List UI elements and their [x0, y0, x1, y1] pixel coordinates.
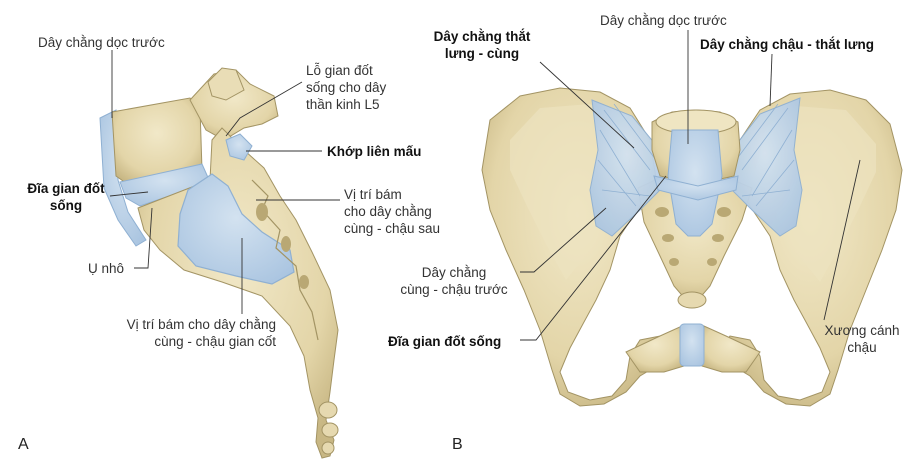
label-a-intervertebral-foramen: Lỗ gian đốt sống cho dây thần kinh L5: [306, 62, 386, 113]
sacral-foramen: [717, 207, 731, 217]
label-line: cùng - chậu sau: [344, 221, 441, 236]
interosseous-attachment-area: [177, 173, 295, 285]
right-pubis: [701, 325, 761, 373]
coccyx-segment: [321, 422, 339, 438]
label-b-anterior-sacroiliac-ligament: Dây chằng cùng - chậu trước: [388, 264, 520, 298]
sacral-foramen: [662, 234, 674, 242]
coccyx-segment: [321, 441, 335, 455]
label-line: sống cho dây: [306, 80, 387, 95]
sacral-crest: [251, 179, 319, 341]
label-line: Vị trí bám cho dây chằng: [126, 317, 276, 332]
sacral-foramen: [669, 258, 679, 266]
sacral-foramen: [281, 236, 291, 252]
label-b-intervertebral-disc: Đĩa gian đốt sống: [388, 334, 502, 349]
label-line: Lỗ gian đốt: [306, 63, 373, 78]
sacral-foramen: [256, 203, 268, 221]
label-line: cùng - chậu gian cốt: [154, 334, 276, 349]
coccyx-segment: [677, 291, 707, 309]
label-line: thần kinh L5: [306, 97, 380, 112]
label-a-anterior-longitudinal-ligament: Dây chằng dọc trước: [38, 35, 165, 50]
sacral-foramen: [712, 234, 724, 242]
sacral-foramen: [299, 275, 309, 289]
zygapophyseal-joint-capsule: [225, 133, 253, 161]
sacral-foramen: [707, 258, 717, 266]
left-pubis: [625, 325, 685, 373]
label-line: Dây chằng thắt: [433, 29, 531, 44]
label-line: sống: [49, 198, 83, 213]
label-line: cùng - chậu trước: [400, 282, 508, 297]
label-line: Dây chằng: [421, 265, 487, 280]
label-line: Đĩa gian đốt: [27, 181, 105, 196]
panel-label-b: B: [452, 436, 463, 453]
coccyx-segment: [318, 401, 338, 419]
label-b-iliac-wing: Xương cánh chậu: [814, 322, 910, 356]
label-line: Vị trí bám: [344, 187, 402, 202]
leader-lines: [109, 30, 861, 341]
label-a-zygapophyseal-joint: Khớp liên mấu: [327, 144, 422, 159]
label-b-anterior-longitudinal-ligament: Dây chằng dọc trước: [600, 13, 727, 28]
intervertebral-disc-b: [653, 175, 739, 201]
label-b-lumbosacral-ligament: Dây chằng thắt lưng - cùng: [424, 28, 540, 62]
sacral-foramen: [655, 207, 669, 217]
pubic-symphysis: [679, 323, 705, 367]
label-line: Xương cánh: [824, 323, 900, 338]
right-ligament-fan: [727, 97, 803, 237]
label-line: cho dây chằng: [344, 204, 432, 219]
label-a-interosseous-attachment: Vị trí bám cho dây chằng cùng - chậu gia…: [96, 316, 276, 350]
label-a-posterior-sacroiliac-attachment: Vị trí bám cho dây chằng cùng - chậu sau: [344, 186, 440, 237]
label-line: lưng - cùng: [444, 46, 520, 61]
label-line: chậu: [847, 340, 877, 355]
label-b-iliolumbar-ligament: Dây chằng chậu - thắt lưng: [700, 37, 875, 52]
l5-spinous-process: [207, 67, 245, 101]
panel-a-drawing: [99, 67, 339, 459]
label-a-intervertebral-disc: Đĩa gian đốt sống: [20, 180, 112, 214]
label-a-promontory: Ụ nhô: [88, 261, 125, 276]
ligament-fibres: [597, 103, 795, 207]
panel-label-a: A: [18, 436, 29, 453]
panel-b-drawing: [481, 87, 903, 407]
